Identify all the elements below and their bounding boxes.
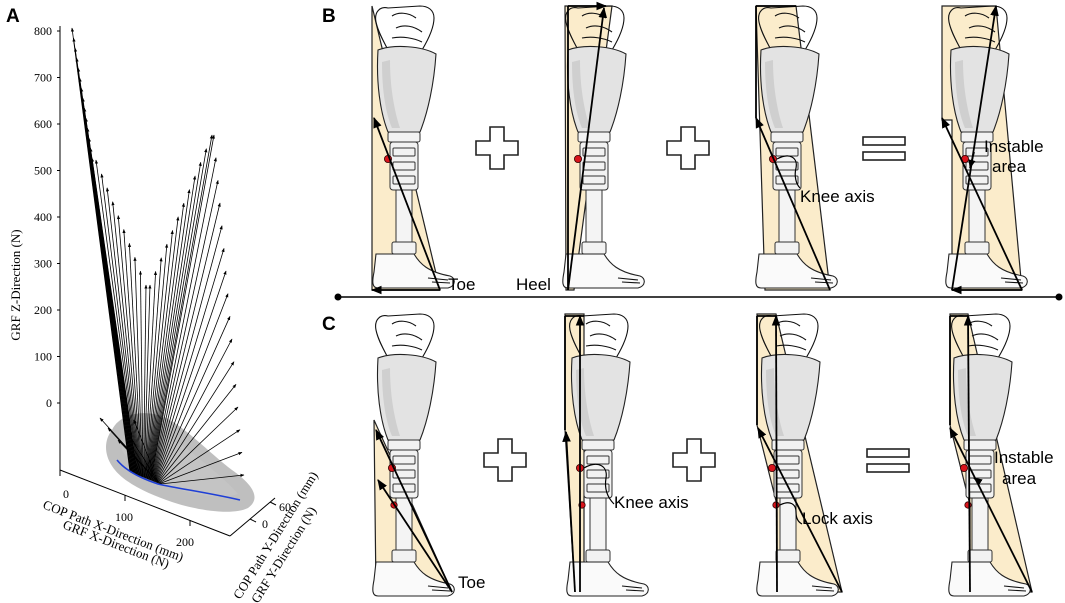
grf-vector bbox=[154, 293, 229, 483]
label-instable: Instable bbox=[994, 448, 1054, 467]
grf-vector bbox=[149, 161, 202, 480]
plus-icon bbox=[666, 126, 710, 170]
x-tick-0: 0 bbox=[63, 487, 69, 501]
grf-vector bbox=[90, 157, 139, 476]
equals-icon bbox=[862, 136, 906, 161]
grf-vector bbox=[147, 189, 191, 480]
row-b-leg-heel: Heel bbox=[516, 1, 645, 294]
label-lock-axis: Lock axis bbox=[802, 509, 873, 528]
plus-icon bbox=[483, 438, 527, 482]
grf-vector bbox=[146, 230, 174, 479]
grf-vector bbox=[156, 338, 233, 483]
panel-b: B Toe Heel bbox=[322, 1, 1044, 295]
grf-vector bbox=[153, 247, 225, 482]
grf-vector bbox=[156, 361, 235, 484]
x-tick-200: 200 bbox=[176, 535, 194, 549]
grf-vector bbox=[107, 427, 159, 483]
row-c-leg-lock: Lock axis bbox=[756, 313, 873, 597]
z-axis-ticks: 800 700 600 500 400 300 200 100 0 bbox=[34, 24, 60, 410]
grf-vector bbox=[133, 419, 159, 483]
z-tick-label: 500 bbox=[34, 164, 52, 178]
row-b-leg-instable: Instable area bbox=[941, 4, 1044, 295]
row-c-leg-knee: Knee axis bbox=[562, 313, 689, 597]
grf-vector-field bbox=[70, 27, 245, 485]
z-tick-label: 300 bbox=[34, 257, 52, 271]
z-tick-label: 0 bbox=[46, 396, 52, 410]
z-tick-label: 200 bbox=[34, 303, 52, 317]
grf-vector bbox=[152, 202, 221, 482]
grf-vector bbox=[116, 215, 141, 477]
z-tick-label: 700 bbox=[34, 71, 52, 85]
grf-vector bbox=[158, 429, 241, 484]
grf-vector bbox=[157, 384, 237, 484]
label-instable: Instable bbox=[984, 137, 1044, 156]
y-tick-60: 60 bbox=[279, 500, 291, 514]
panel-c: C Toe Knee axis bbox=[322, 313, 1054, 597]
z-tick-label: 400 bbox=[34, 210, 52, 224]
grf-vector bbox=[154, 270, 227, 483]
row-c-leg-instable: Instable area bbox=[948, 313, 1054, 597]
row-b-leg-toe: Toe bbox=[370, 5, 475, 295]
label-instable-area: area bbox=[1002, 469, 1037, 488]
label-toe: Toe bbox=[448, 275, 475, 294]
x-tick-100: 100 bbox=[115, 510, 133, 524]
z-tick-label: 100 bbox=[34, 350, 52, 364]
grf-vector bbox=[105, 187, 140, 476]
grf-vector bbox=[151, 157, 217, 481]
label-knee-axis: Knee axis bbox=[614, 493, 689, 512]
row-c-leg-toe: Toe bbox=[372, 313, 485, 597]
grf-vector bbox=[144, 270, 158, 478]
grf-vector bbox=[149, 148, 208, 481]
grf-vector bbox=[111, 201, 141, 477]
plus-icon bbox=[672, 438, 716, 482]
grf-vector bbox=[94, 159, 139, 476]
grf-vector bbox=[125, 429, 159, 483]
label-instable-area: area bbox=[992, 157, 1027, 176]
row-separator bbox=[334, 293, 1063, 301]
grf-vector bbox=[133, 256, 143, 477]
grf-vector bbox=[100, 173, 140, 476]
grf-vector bbox=[153, 225, 223, 482]
label-heel: Heel bbox=[516, 275, 551, 294]
grf-vector bbox=[122, 229, 142, 477]
z-axis-label: GRF Z-Direction (N) bbox=[8, 229, 23, 340]
grf-vector bbox=[148, 175, 197, 480]
x-axis-line bbox=[59, 469, 231, 537]
y-axis-line bbox=[229, 497, 276, 537]
label-toe: Toe bbox=[458, 573, 485, 592]
grf-vector bbox=[143, 284, 152, 478]
plus-icon bbox=[475, 126, 519, 170]
y-tick-0: 0 bbox=[262, 517, 268, 531]
grf-vector bbox=[144, 257, 163, 479]
panel-a-letter: A bbox=[6, 6, 20, 27]
panel-c-letter: C bbox=[322, 314, 336, 335]
grf-vector bbox=[127, 242, 143, 477]
grf-vector bbox=[157, 406, 239, 484]
z-tick-label: 800 bbox=[34, 24, 52, 38]
cop-path-line bbox=[116, 459, 241, 501]
grf-vector bbox=[150, 134, 213, 481]
panel-b-letter: B bbox=[322, 6, 336, 27]
grf-vector bbox=[151, 179, 219, 482]
grf-vector bbox=[145, 243, 169, 479]
row-b-leg-knee: Knee axis bbox=[755, 5, 875, 291]
grf-vector bbox=[159, 451, 243, 485]
grf-vector bbox=[150, 134, 215, 481]
grf-vector bbox=[146, 216, 180, 479]
z-tick-label: 600 bbox=[34, 117, 52, 131]
grf-vector bbox=[159, 473, 245, 485]
equals-icon bbox=[866, 448, 910, 473]
label-knee-axis: Knee axis bbox=[800, 187, 875, 206]
grf-vector bbox=[155, 315, 231, 483]
grf-vector bbox=[147, 202, 185, 480]
